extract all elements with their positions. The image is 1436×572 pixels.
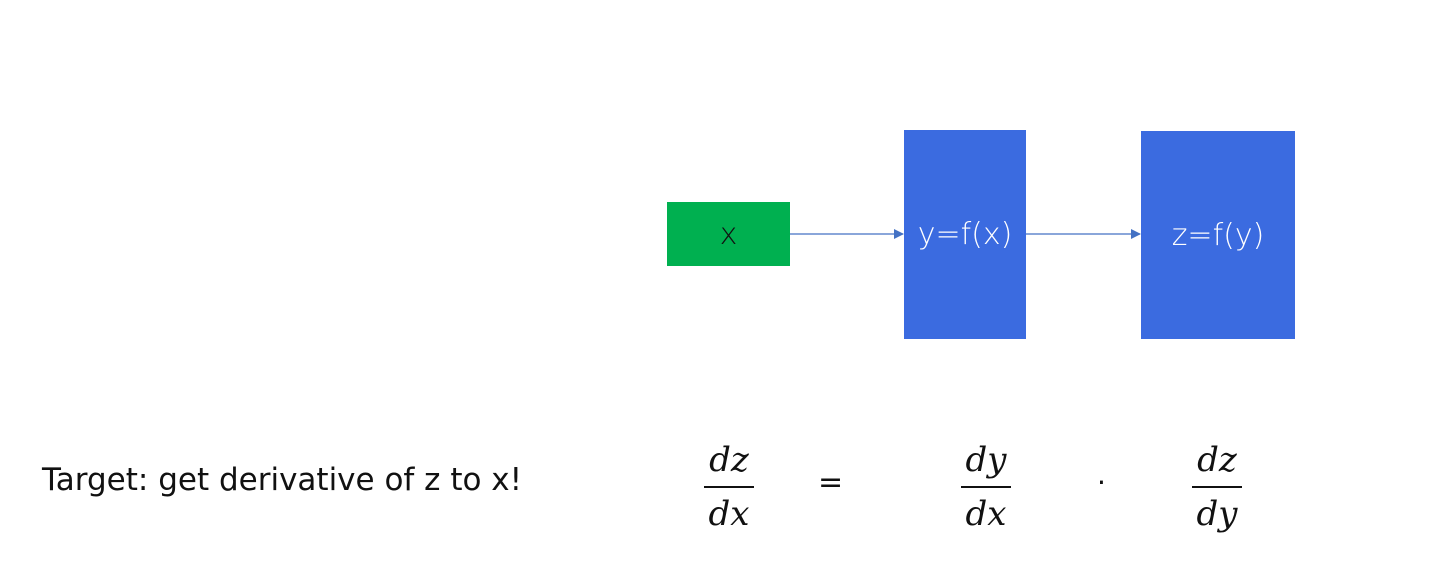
fraction-numerator: dy	[965, 440, 1007, 480]
fraction-dz-dx: dz dx	[694, 440, 764, 534]
node-input-x: x	[667, 202, 790, 266]
node-function-z: z=f(y)	[1141, 131, 1295, 339]
fraction-dz-dy: dz dy	[1182, 440, 1252, 534]
fraction-bar	[704, 486, 754, 488]
multiply-dot: ·	[1097, 466, 1106, 499]
fraction-numerator: dz	[709, 440, 749, 480]
fraction-denominator: dy	[1196, 494, 1238, 534]
fraction-denominator: dx	[708, 494, 750, 534]
node-y-label: y=f(x)	[917, 217, 1013, 252]
fraction-dy-dx: dy dx	[951, 440, 1021, 534]
fraction-bar	[1192, 486, 1242, 488]
node-z-label: z=f(y)	[1171, 217, 1265, 253]
fraction-numerator: dz	[1197, 440, 1237, 480]
node-function-y: y=f(x)	[904, 130, 1026, 339]
node-x-label: x	[719, 216, 738, 252]
fraction-bar	[961, 486, 1011, 488]
fraction-denominator: dx	[965, 494, 1007, 534]
target-statement: Target: get derivative of z to x!	[42, 462, 523, 498]
equals-sign: =	[818, 465, 844, 500]
